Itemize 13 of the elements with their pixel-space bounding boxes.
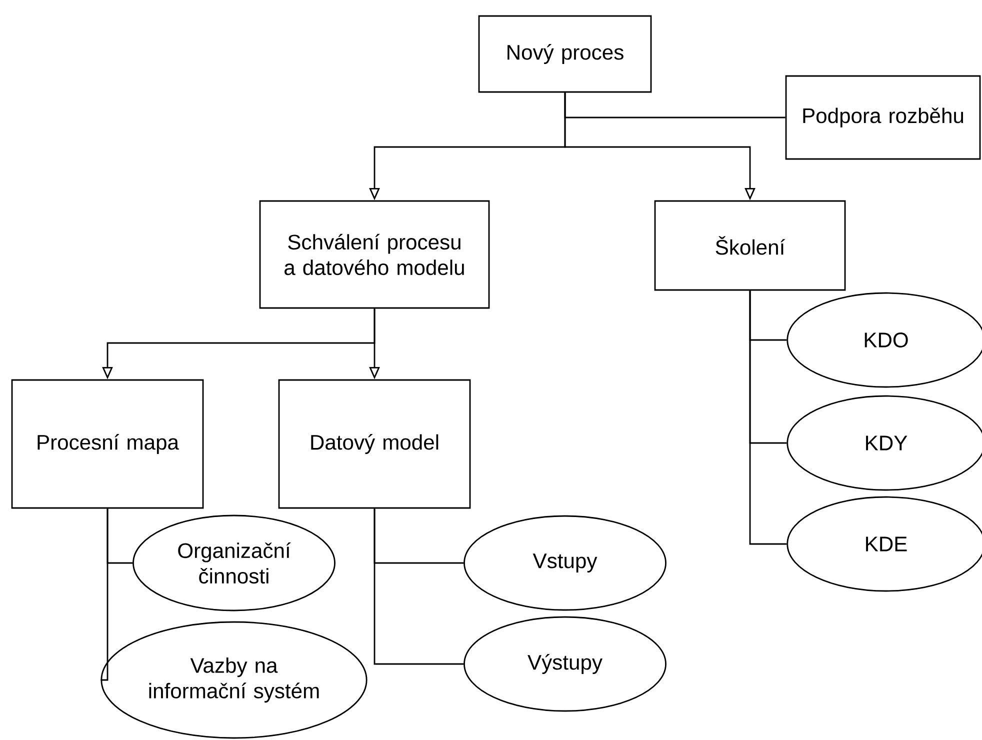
ellipse-node: Vstupy	[464, 515, 666, 611]
connector-line	[374, 508, 464, 665]
ellipse-node: Vazby na informační systém	[100, 621, 368, 739]
ellipse-node: Organizační činnosti	[132, 514, 336, 612]
process-box: Nový proces	[478, 15, 652, 93]
process-box: Datový model	[278, 379, 471, 509]
process-box: Procesní mapa	[11, 379, 204, 509]
process-box: Podpora rozběhu	[785, 75, 981, 160]
ellipse-node: Výstupy	[464, 616, 666, 712]
connector-line	[100, 508, 108, 681]
process-box: Školení	[654, 200, 846, 291]
connector-line	[749, 290, 787, 545]
process-box: Schválení procesu a datového modelu	[259, 200, 490, 309]
